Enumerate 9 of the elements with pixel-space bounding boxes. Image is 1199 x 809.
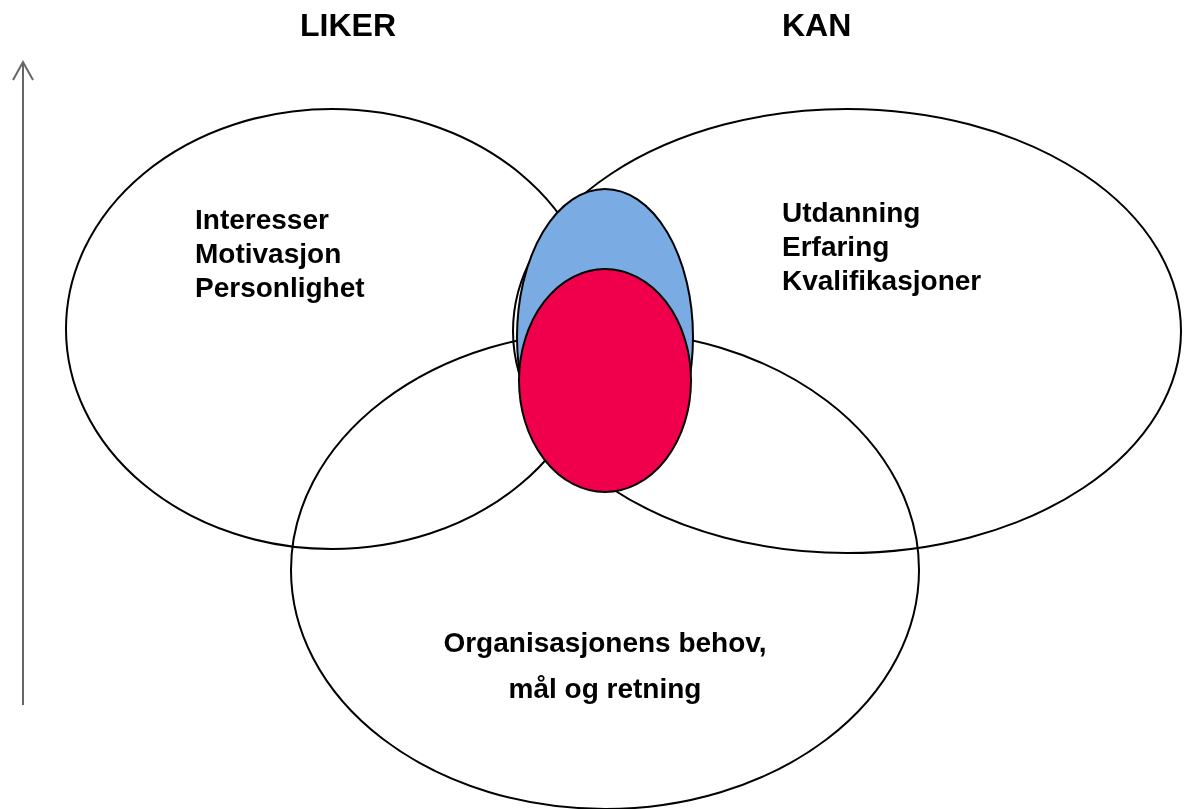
circle-label: Erfaring bbox=[782, 230, 890, 264]
circle-label: Utdanning bbox=[782, 196, 921, 230]
circle-heading: KAN bbox=[782, 8, 852, 42]
circle-label: Personlighet bbox=[195, 271, 365, 305]
circle-label: Motivasjon bbox=[195, 237, 342, 271]
circle-label: Interesser bbox=[195, 203, 329, 237]
circle-label: Organisasjonens behov, mål og retning bbox=[442, 626, 768, 706]
circle-heading: LIKER bbox=[300, 8, 396, 42]
circle-label: Kvalifikasjoner bbox=[782, 264, 982, 298]
